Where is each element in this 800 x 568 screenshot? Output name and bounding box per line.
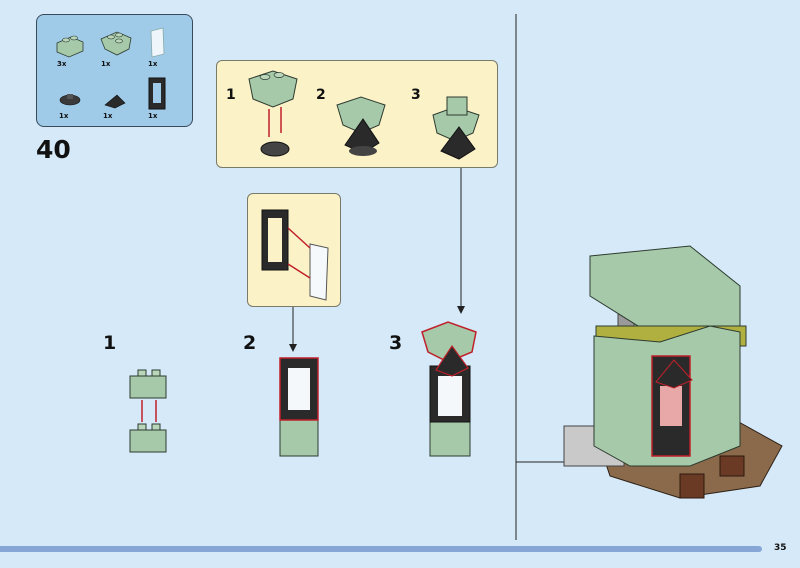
window-frame-icon — [148, 77, 166, 110]
part-qty: 1x — [148, 60, 158, 68]
step-number: 40 — [36, 135, 71, 164]
substep-1-illustration — [248, 70, 298, 157]
model-illustration — [563, 245, 783, 499]
substep-number: 1 — [226, 87, 236, 103]
substep-number: 2 — [316, 87, 326, 103]
substep-number: 3 — [411, 87, 421, 103]
main-step-1-illustration — [129, 369, 167, 453]
subassembly-callout-window — [247, 193, 341, 307]
round-plate-icon — [59, 94, 81, 106]
substep-3-illustration — [432, 96, 480, 160]
main-step-number: 1 — [103, 332, 117, 354]
parts-list: 3x 1x 1x 1x 1x 1x — [36, 14, 193, 127]
part-qty: 3x — [57, 60, 67, 68]
part-qty: 1x — [101, 60, 111, 68]
part-qty: 1x — [148, 112, 158, 120]
glass-panel-icon — [150, 27, 165, 58]
inverted-slope-icon — [100, 31, 132, 56]
progress-bar — [0, 546, 762, 552]
cone-roof-icon — [104, 94, 126, 109]
substep-2-illustration — [336, 96, 386, 156]
main-step-2-illustration — [279, 357, 319, 457]
part-qty: 1x — [59, 112, 69, 120]
window-assembly-illustration — [261, 209, 329, 301]
page-number: 35 — [774, 543, 787, 553]
sand-green-brick-icon — [56, 35, 84, 58]
main-step-number: 3 — [389, 332, 403, 354]
subassembly-callout-top: 1 2 3 — [216, 60, 498, 168]
part-qty: 1x — [103, 112, 113, 120]
main-step-number: 2 — [243, 332, 257, 354]
main-step-3-illustration — [421, 321, 477, 457]
